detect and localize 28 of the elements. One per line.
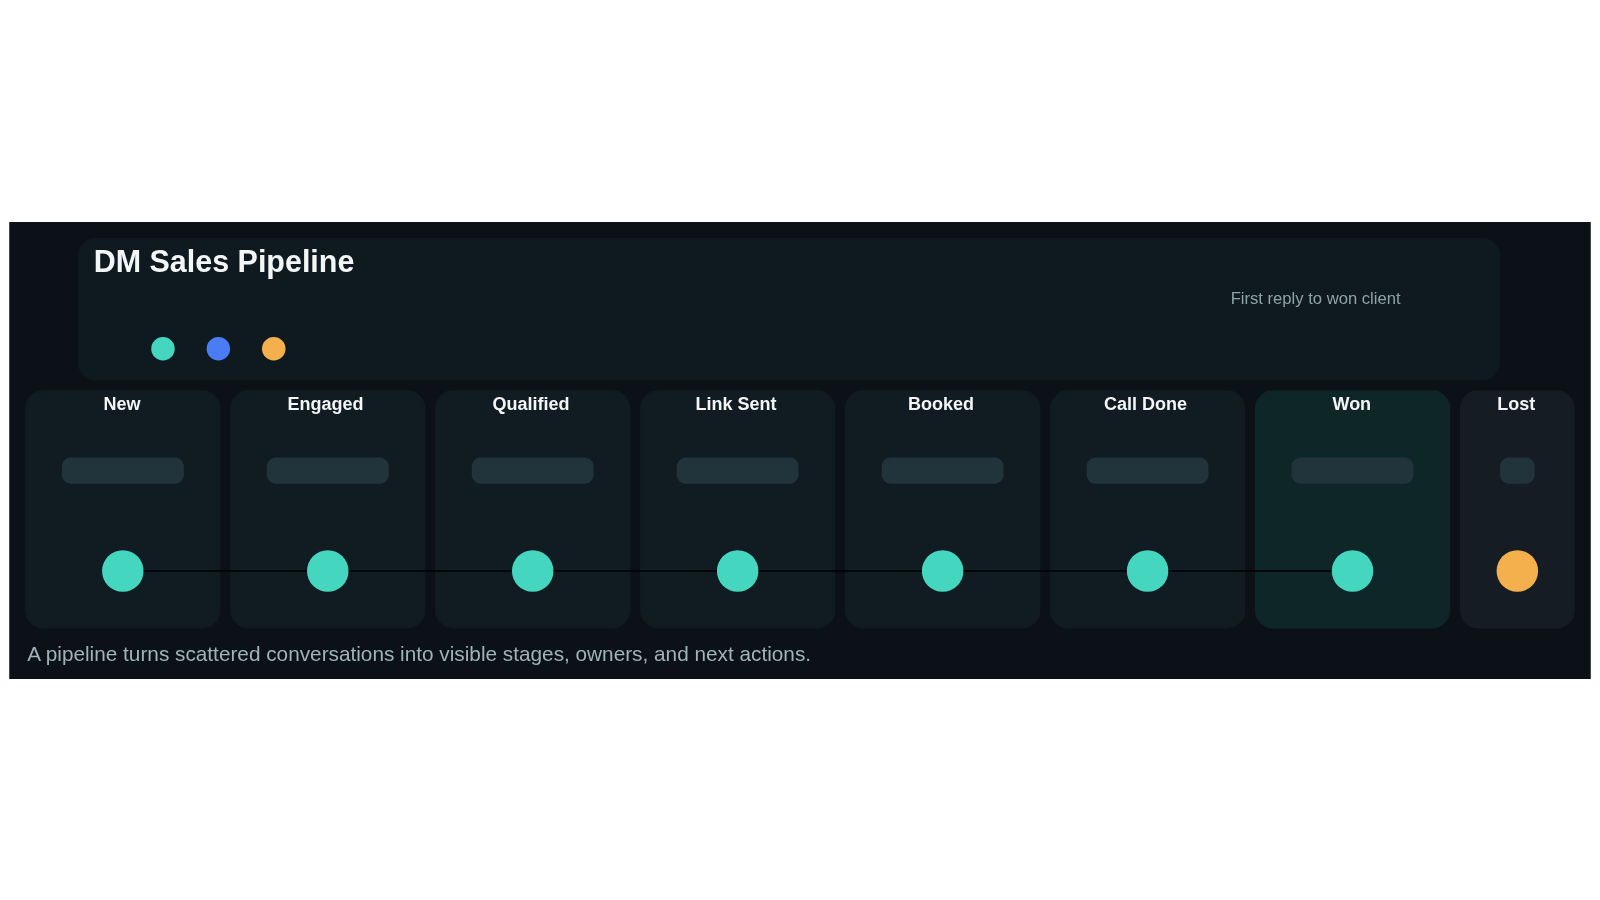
node-circle xyxy=(206,336,231,360)
node-bar xyxy=(1500,456,1535,484)
cluster: Engaged xyxy=(230,389,426,628)
node-circle xyxy=(716,549,759,592)
node-circle xyxy=(307,549,349,592)
cluster: Booked xyxy=(845,389,1041,628)
node-bar xyxy=(61,456,184,484)
node-bar xyxy=(1086,456,1209,484)
cluster: Won xyxy=(1254,389,1451,628)
cluster: Call Done xyxy=(1049,389,1246,628)
node-circle xyxy=(1331,549,1374,592)
caption: A pipeline turns scattered conversations into visible stages, owners, and next actions. xyxy=(27,641,812,665)
node-bar xyxy=(266,456,389,484)
node-circle xyxy=(921,549,964,592)
cluster: Qualified xyxy=(435,389,631,628)
node-circle xyxy=(1496,549,1539,592)
node-circle xyxy=(1126,549,1169,592)
node-circle xyxy=(102,549,144,592)
node-bar xyxy=(471,456,594,484)
node-bar xyxy=(881,456,1004,484)
cluster: New xyxy=(25,389,221,628)
node-bar xyxy=(676,456,799,484)
node-circle xyxy=(262,336,286,360)
cluster: Link Sent xyxy=(640,389,836,628)
cluster: DM Sales Pipeline First reply to won client xyxy=(77,237,1501,381)
node-circle xyxy=(151,336,175,360)
node-circle xyxy=(511,549,554,592)
cluster: Lost xyxy=(1459,389,1575,628)
